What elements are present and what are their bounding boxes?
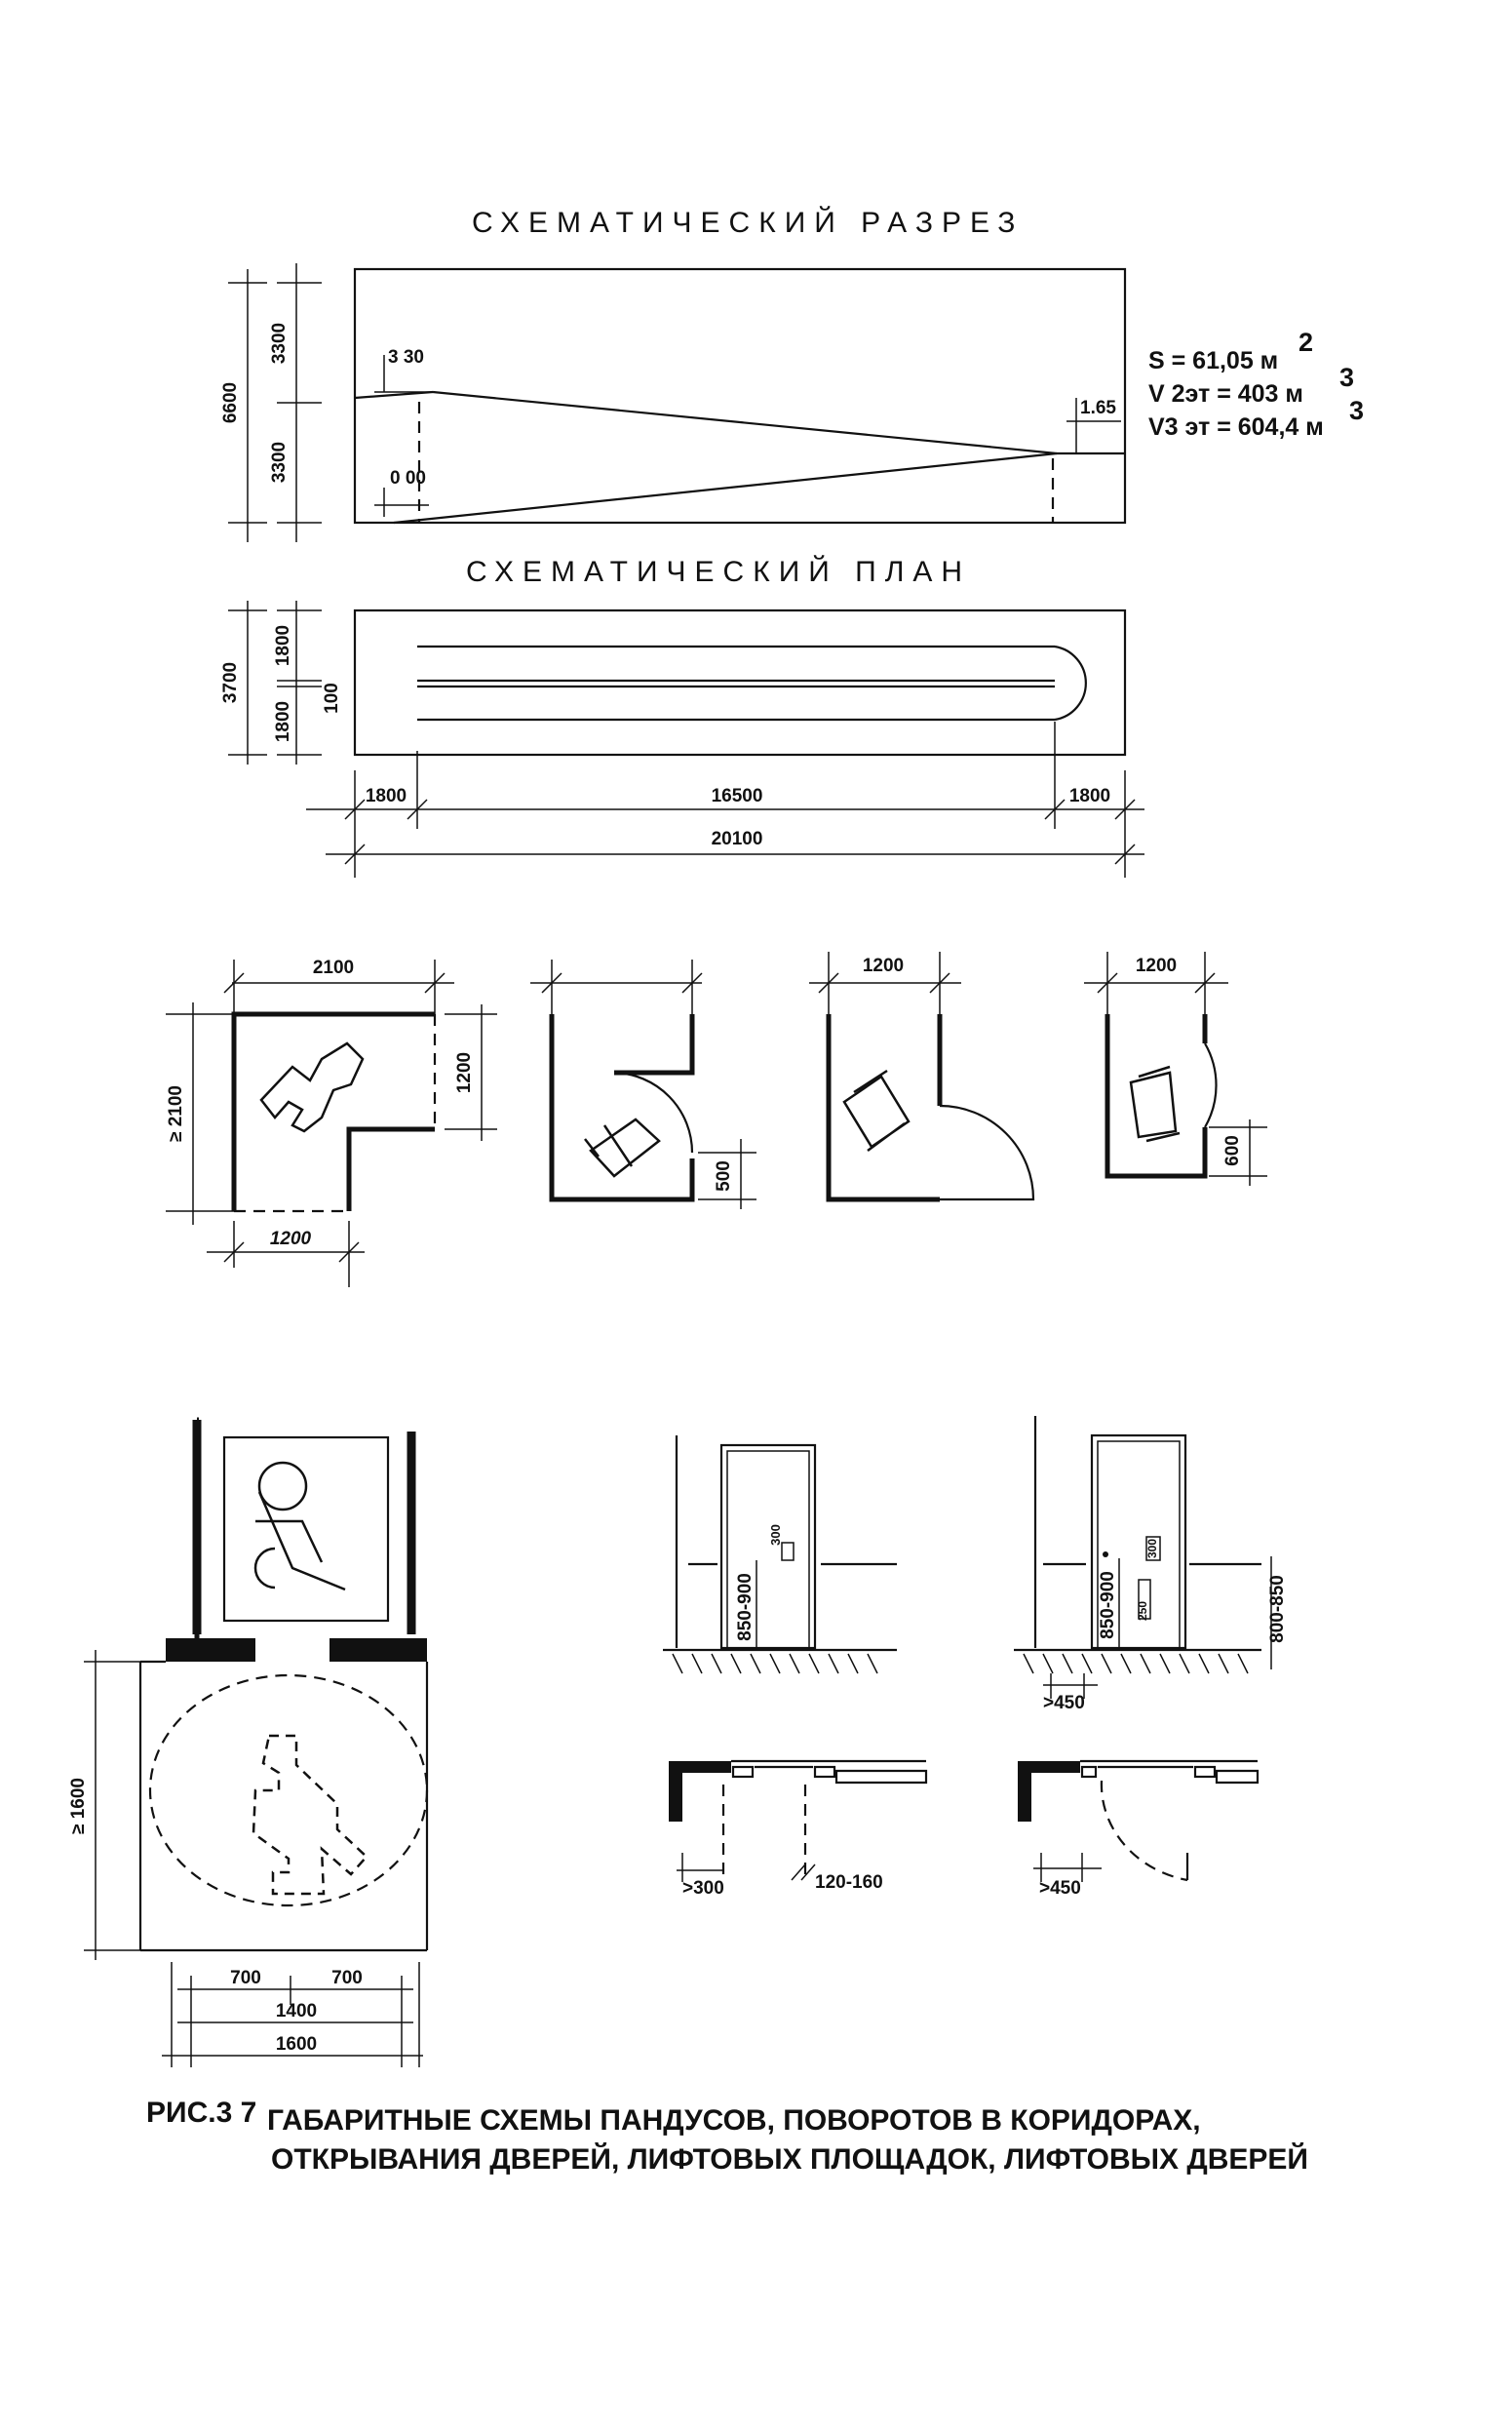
formula-v3: V3 эт = 604,4 м (1148, 413, 1324, 441)
lift-dim-1600-width: 1600 (276, 2034, 317, 2055)
schematic-plan: СХЕМАТИЧЕСКИЙ ПЛАН 3700 1800 1800 100 18 (220, 555, 1144, 878)
plan-dim-1800-left: 1800 (366, 786, 407, 806)
level-bottom: 0 00 (390, 468, 426, 489)
dim-6600: 6600 (220, 382, 241, 423)
lift-portal-right (330, 1638, 427, 1662)
floor-hatch (1023, 1653, 1249, 1674)
corridor-turn-l: 2100 ≥ 2100 1200 1200 (166, 958, 497, 1287)
door4-dim-600: 600 (1222, 1135, 1243, 1166)
formula-s: S = 61,05 м (1148, 347, 1278, 374)
schematic-section: СХЕМАТИЧЕСКИЙ РАЗРЕЗ 3 30 0 00 1.65 6600… (220, 206, 1364, 542)
section-title: СХЕМАТИЧЕСКИЙ РАЗРЕЗ (472, 206, 1024, 239)
lift-dim-1400: 1400 (276, 2001, 317, 2021)
lift-door-elevation-2: 850-900 250 300 800-850 >450 (1014, 1416, 1288, 1713)
plan-frame (353, 608, 1127, 757)
door2-swing-arc (613, 1071, 694, 1154)
plan-dim-1800-top: 1800 (273, 625, 293, 666)
caption-number: РИС.3 7 (146, 2097, 256, 2129)
wheelchair-user-icon (253, 1461, 346, 1591)
lift-door-plan-1: >300 120-160 (669, 1759, 928, 1899)
wheelchair-icon (584, 1118, 661, 1178)
ramp-upper-line (432, 390, 1058, 455)
call-button-icon (1145, 1536, 1161, 1561)
turn-wall-inner (346, 1126, 435, 1211)
plan2-dim-offset: >450 (1039, 1878, 1081, 1899)
door2-dim-small-b: 250 (1136, 1601, 1149, 1621)
door3-dim-1200: 1200 (863, 956, 904, 976)
lift-door-plan-2: >450 (1018, 1759, 1260, 1899)
call-button-icon (781, 1542, 795, 1561)
floor-hatch (672, 1653, 878, 1674)
door2-dim-small-a: 300 (1145, 1539, 1159, 1558)
plan-title: СХЕМАТИЧЕСКИЙ ПЛАН (466, 555, 971, 588)
turn-dim-2100-left: ≥ 2100 (166, 1085, 186, 1142)
lift-portal-left (166, 1638, 255, 1662)
svg-text:3: 3 (1349, 396, 1364, 425)
door2-walls (549, 1014, 695, 1202)
door1-dim-height: 850-900 (735, 1573, 756, 1641)
formula-v2: V 2эт = 403 м (1148, 380, 1303, 408)
lift-lobby: ≥ 1600 700 700 1400 1600 (68, 1417, 429, 2067)
plan1-dim-right: 120-160 (815, 1872, 883, 1893)
wheelchair-icon (1129, 1065, 1181, 1143)
plan-turn-arc (1054, 645, 1087, 722)
door2-dim-height: 850-900 (1098, 1571, 1118, 1639)
ramp-lower-line (393, 451, 1058, 525)
wheelchair-icon (259, 1041, 365, 1133)
turn-dim-1200-right: 1200 (454, 1052, 475, 1093)
wheelchair-icon (842, 1069, 911, 1153)
caption-line-2: ОТКРЫВАНИЯ ДВЕРЕЙ, ЛИФТОВЫХ ПЛОЩАДОК, ЛИ… (271, 2142, 1308, 2176)
door3-swing-arc (939, 1104, 1035, 1201)
door-turn-4: 1200 600 (1084, 952, 1267, 1186)
door-swing-arc (1100, 1780, 1188, 1882)
door3-walls (826, 1014, 940, 1202)
plan-dim-20100: 20100 (712, 829, 763, 849)
svg-text:2: 2 (1299, 328, 1313, 357)
plan-dim-1800-bottom: 1800 (273, 701, 293, 742)
door2-dim-right: 800-850 (1267, 1575, 1288, 1643)
lift-door-elevation-1: 850-900 300 (663, 1435, 897, 1674)
section-frame (353, 267, 1127, 525)
lift-dim-1600-depth: ≥ 1600 (68, 1778, 89, 1834)
door2-dim-offset: >450 (1043, 1693, 1085, 1713)
lift-car (222, 1435, 390, 1623)
door-turn-3: 1200 (809, 952, 1035, 1202)
ramp-top-flat (354, 390, 434, 400)
svg-text:3: 3 (1339, 363, 1354, 392)
level-landing: 1.65 (1080, 398, 1116, 418)
wall-section (669, 1761, 731, 1822)
figure-caption: РИС.3 7 ГАБАРИТНЫЕ СХЕМЫ ПАНДУСОВ, ПОВОР… (146, 2097, 1308, 2176)
door4-walls (1105, 1014, 1208, 1179)
turn-wall-outer (231, 1011, 435, 1211)
turn-dim-2100-top: 2100 (313, 958, 354, 978)
turn-dim-1200-bottom: 1200 (270, 1229, 312, 1249)
plan-dim-1800-right: 1800 (1069, 786, 1110, 806)
door4-swing-arc (1204, 1042, 1218, 1128)
door4-dim-1200: 1200 (1136, 956, 1177, 976)
plan-dim-100: 100 (322, 683, 342, 714)
dim-3300-lower: 3300 (269, 442, 290, 483)
plan1-dim-left: >300 (682, 1878, 724, 1899)
dim-3300-upper: 3300 (269, 323, 290, 364)
door1-dim-small: 300 (768, 1524, 783, 1546)
turning-circle (148, 1673, 429, 1907)
area-volume-formulas: S = 61,05 м 2 V 2эт = 403 м 3 V3 эт = 60… (1148, 328, 1364, 441)
lift-dim-700-left: 700 (230, 1968, 261, 1988)
level-top: 3 30 (388, 347, 424, 368)
door-turn-2: 500 (530, 960, 756, 1209)
wall-section (1018, 1761, 1080, 1822)
wheelchair-outline-icon (252, 1734, 368, 1896)
lift-dim-700-right: 700 (331, 1968, 363, 1988)
door2-dim-500: 500 (714, 1160, 734, 1192)
plan-dim-3700: 3700 (220, 662, 241, 703)
plan-dim-16500: 16500 (712, 786, 763, 806)
caption-line-1: ГАБАРИТНЫЕ СХЕМЫ ПАНДУСОВ, ПОВОРОТОВ В К… (267, 2104, 1201, 2137)
